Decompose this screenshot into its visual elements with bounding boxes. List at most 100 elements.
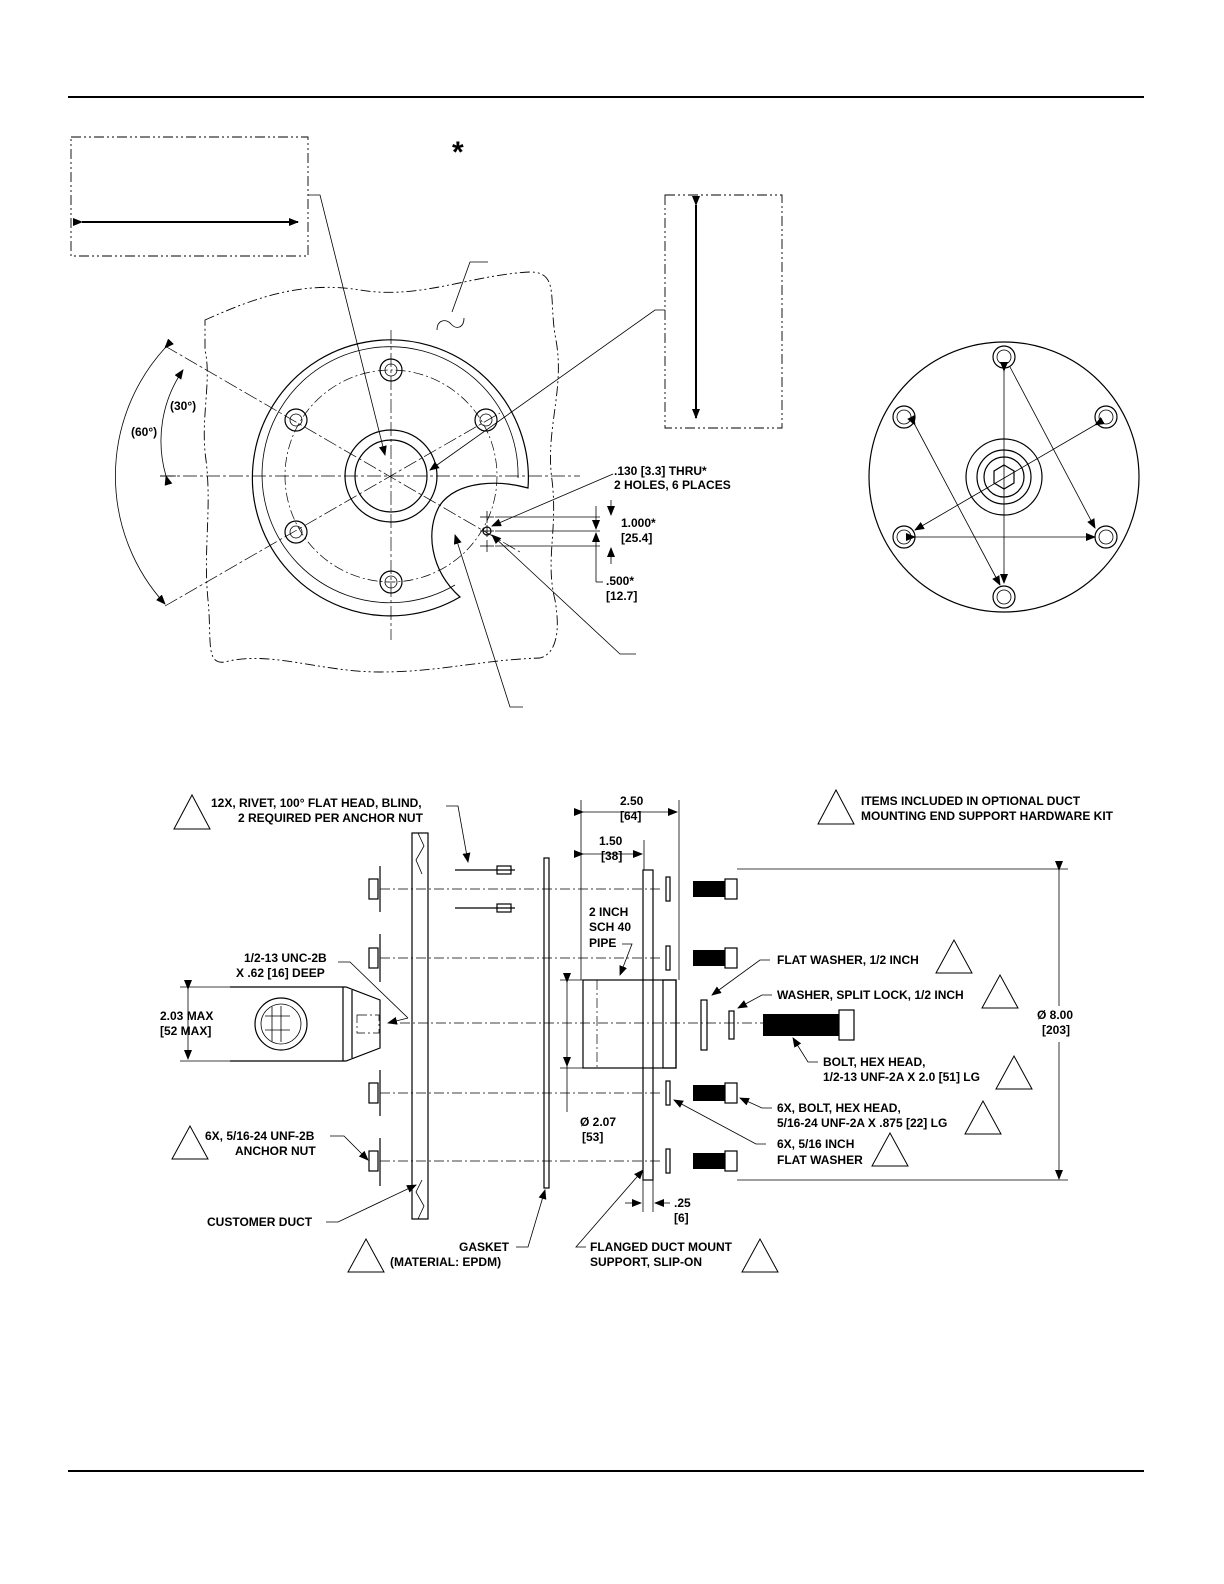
leader-rivet bbox=[446, 805, 471, 863]
top-view: * bbox=[70, 136, 783, 708]
plate-holes bbox=[892, 345, 1118, 609]
dim-150-label: 1.50 bbox=[599, 834, 623, 848]
gasket-label-1: GASKET bbox=[459, 1240, 510, 1254]
rivets bbox=[455, 865, 515, 913]
small-bolts bbox=[665, 876, 738, 1174]
dim-250-mm-label: [64] bbox=[620, 809, 641, 823]
max-label-1: 2.03 MAX bbox=[160, 1009, 213, 1023]
bolt-head-bottom bbox=[379, 570, 403, 594]
leader-lower-center bbox=[453, 534, 523, 708]
bolt-head-top bbox=[379, 358, 403, 382]
leader-customer-duct bbox=[326, 1184, 417, 1223]
dia-207-mm-label: [53] bbox=[582, 1130, 603, 1144]
dim-1000-mm-label: [25.4] bbox=[621, 531, 652, 545]
flat-washer-label: FLAT WASHER, 1/2 INCH bbox=[777, 953, 919, 967]
bolt-head-upper-right bbox=[474, 408, 498, 432]
rivet-label-1: 12X, RIVET, 100° FLAT HEAD, BLIND, bbox=[211, 796, 422, 810]
small-bolt-label-2: 5/16-24 UNF-2A X .875 [22] LG bbox=[777, 1116, 947, 1130]
large-bolt-head bbox=[838, 1009, 855, 1041]
leader-gasket bbox=[516, 1189, 547, 1248]
leader-thread-b bbox=[387, 1016, 409, 1025]
plate-arrow-diag-3 bbox=[1009, 366, 1096, 529]
split-washer-label: WASHER, SPLIT LOCK, 1/2 INCH bbox=[777, 988, 964, 1002]
leader-flange bbox=[575, 1169, 644, 1248]
pipe-label-3: PIPE bbox=[589, 936, 616, 950]
kit-triangle-anchor bbox=[171, 1124, 209, 1160]
angle-60-label: (60°) bbox=[131, 425, 157, 439]
flange-outline bbox=[251, 339, 529, 617]
leader-right-box bbox=[429, 309, 665, 471]
asterisk-symbol: * bbox=[452, 136, 464, 169]
dia-207-label: Ø 2.07 bbox=[580, 1115, 616, 1129]
hidden-axis-lines bbox=[380, 888, 780, 1162]
dim-1000-label: 1.000* bbox=[621, 516, 656, 530]
flange-label-2: SUPPORT, SLIP-ON bbox=[590, 1255, 702, 1269]
leader-split-washer bbox=[737, 994, 772, 1009]
dia-800-label: Ø 8.00 bbox=[1037, 1008, 1073, 1022]
kit-triangle-flange bbox=[741, 1237, 779, 1273]
dia-800-mm-label: [203] bbox=[1042, 1023, 1070, 1037]
break-mark-top bbox=[415, 832, 425, 875]
leader-flat-washer bbox=[711, 959, 770, 996]
thread-label-2: X .62 [16] DEEP bbox=[236, 966, 325, 980]
anchor-nuts bbox=[368, 866, 381, 1186]
pipe-flange-collar bbox=[662, 979, 677, 1069]
flat-washer-large bbox=[700, 999, 708, 1051]
max-label-2: [52 MAX] bbox=[160, 1024, 211, 1038]
duct-surface-outline bbox=[203, 271, 559, 673]
exploded-view: 2.50 [64] 1.50 [38] ITEMS INCLUDED IN OP… bbox=[160, 788, 1114, 1273]
flange-label-1: FLANGED DUCT MOUNT bbox=[590, 1240, 733, 1254]
kit-triangle-bolt bbox=[995, 1054, 1033, 1090]
rivet-holes bbox=[480, 511, 494, 552]
dim-500-label: .500* bbox=[606, 574, 634, 588]
hole-note-line-2: 2 HOLES, 6 PLACES bbox=[614, 478, 731, 492]
flange-plate-view bbox=[868, 341, 1140, 613]
customer-duct-label: CUSTOMER DUCT bbox=[207, 1215, 313, 1229]
pipe-label-2: SCH 40 bbox=[589, 920, 631, 934]
leader-thread-a bbox=[338, 961, 409, 1019]
phantom-box-right bbox=[664, 194, 783, 429]
bolt-label-2: 1/2-13 UNF-2A X 2.0 [51] LG bbox=[823, 1070, 980, 1084]
kit-triangle-flat-washer bbox=[935, 938, 973, 974]
bolt-head-upper-left bbox=[284, 408, 308, 432]
flange-plate-outline bbox=[868, 341, 1140, 613]
leader-lower-right bbox=[491, 534, 636, 655]
dim-150-mm-label: [38] bbox=[601, 849, 622, 863]
small-washer-label-2: FLAT WASHER bbox=[777, 1153, 863, 1167]
angle-arc-30 bbox=[160, 369, 184, 486]
dim-500-mm-label: [12.7] bbox=[606, 589, 637, 603]
angle-30-label: (30°) bbox=[170, 399, 196, 413]
bolt-label-1: BOLT, HEX HEAD, bbox=[823, 1055, 925, 1069]
kit-triangle-1 bbox=[173, 793, 211, 830]
plate-arrow-diag-2 bbox=[914, 417, 1105, 531]
sensor-body bbox=[230, 986, 381, 1062]
hole-note-line-1: .130 [3.3] THRU* bbox=[614, 464, 707, 478]
centerline-30-b bbox=[164, 412, 501, 607]
rivet-label-2: 2 REQUIRED PER ANCHOR NUT bbox=[238, 811, 424, 825]
pipe-label-1: 2 INCH bbox=[589, 905, 628, 919]
split-lock-washer bbox=[728, 1010, 735, 1040]
leader-small-bolt bbox=[739, 1097, 772, 1109]
leader-small-washer bbox=[673, 1099, 766, 1145]
dim-250-label: 2.50 bbox=[620, 794, 644, 808]
kit-triangle-split-washer bbox=[981, 973, 1019, 1009]
gasket-label-2: (MATERIAL: EPDM) bbox=[390, 1255, 501, 1269]
thread-label-1: 1/2-13 UNC-2B bbox=[244, 951, 327, 965]
bolt-head-lower-left bbox=[284, 520, 308, 544]
large-bolt-shank bbox=[763, 1014, 839, 1036]
kit-note-line-2: MOUNTING END SUPPORT HARDWARE KIT bbox=[861, 809, 1114, 823]
centerline-30-a bbox=[164, 345, 521, 553]
gasket-plate bbox=[543, 857, 550, 1189]
flange-plate-side bbox=[642, 869, 654, 1181]
angle-arc-60 bbox=[115, 338, 175, 605]
flow-symbol bbox=[451, 261, 488, 313]
leader-pipe bbox=[619, 943, 633, 976]
kit-triangle-gasket bbox=[347, 1237, 385, 1273]
customer-duct-wall bbox=[411, 832, 429, 1220]
leader-anchor bbox=[330, 1135, 369, 1161]
small-washer-label-1: 6X, 5/16 INCH bbox=[777, 1137, 854, 1151]
dim-025-label: .25 bbox=[674, 1196, 691, 1210]
flow-curve bbox=[436, 317, 465, 331]
anchor-label-2: ANCHOR NUT bbox=[235, 1144, 316, 1158]
